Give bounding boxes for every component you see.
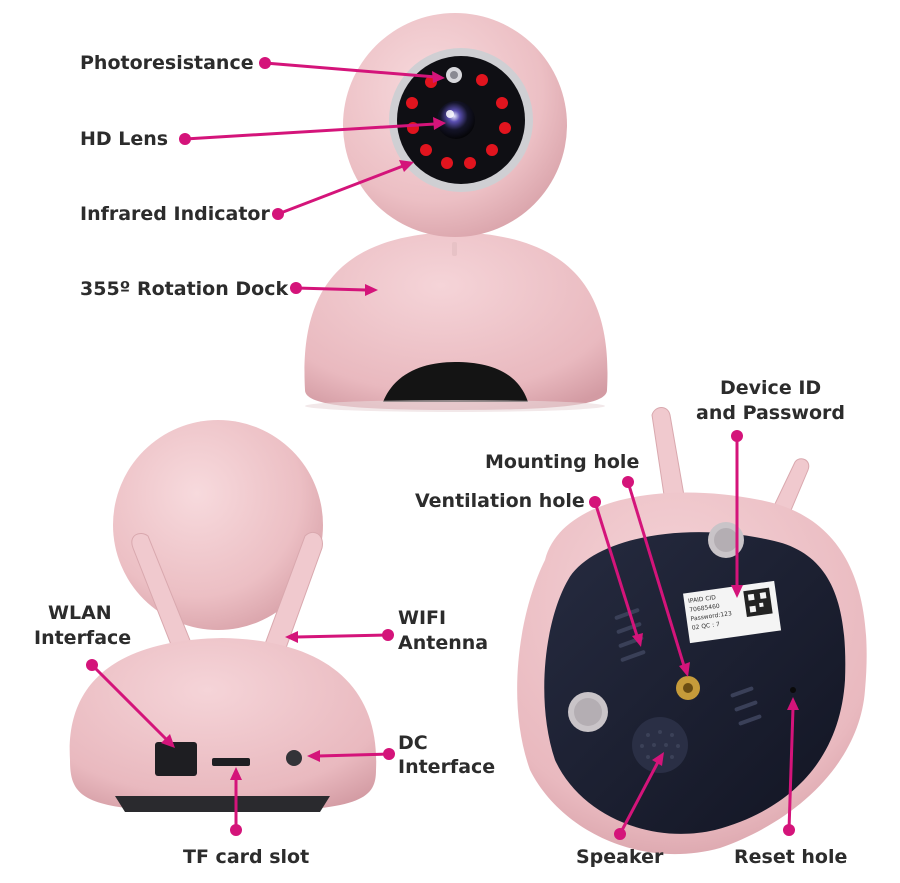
- label-speaker: Speaker: [576, 846, 664, 868]
- dock-opening: [383, 362, 528, 402]
- sticker-line4: 02 QC : 7: [691, 621, 720, 632]
- label-dc-line1: DC: [398, 732, 428, 754]
- label-hd-lens: HD Lens: [80, 128, 169, 150]
- wlan-port: [155, 742, 197, 776]
- front-camera: [304, 13, 608, 412]
- tf-slot: [212, 758, 250, 766]
- label-infrared-indicator: Infrared Indicator: [80, 203, 270, 225]
- label-dc-line2: Interface: [398, 756, 496, 778]
- reset-hole: [790, 687, 796, 693]
- sticker-line1: IPAID CID: [688, 594, 717, 605]
- label-device-id-line1: Device ID: [720, 377, 822, 399]
- label-ventilation-hole: Ventilation hole: [415, 490, 585, 512]
- back-camera: [69, 420, 377, 812]
- callouts: [86, 57, 799, 840]
- hd-lens: [437, 101, 475, 139]
- rotation-dock: [304, 232, 608, 410]
- label-mounting-hole: Mounting hole: [485, 451, 640, 473]
- label-wifi-line2: Antenna: [398, 632, 489, 654]
- label-rotation-dock: 355º Rotation Dock: [80, 278, 289, 300]
- sticker-line2: 70685460: [689, 603, 720, 614]
- label-photoresistance: Photoresistance: [80, 52, 254, 74]
- speaker-grille: [632, 717, 688, 773]
- label-reset-hole: Reset hole: [734, 846, 848, 868]
- label-wifi-line1: WIFI: [398, 607, 447, 629]
- label-wlan-line2: Interface: [34, 627, 132, 649]
- dc-port: [286, 750, 302, 766]
- label-tf-card-slot: TF card slot: [183, 846, 310, 868]
- id-sticker: IPAID CID 70685460 Password:123 02 QC : …: [683, 580, 782, 644]
- label-device-id-line2: and Password: [696, 402, 845, 424]
- label-wlan-line1: WLAN: [48, 602, 112, 624]
- underside-camera: IPAID CID 70685460 Password:123 02 QC : …: [517, 407, 867, 855]
